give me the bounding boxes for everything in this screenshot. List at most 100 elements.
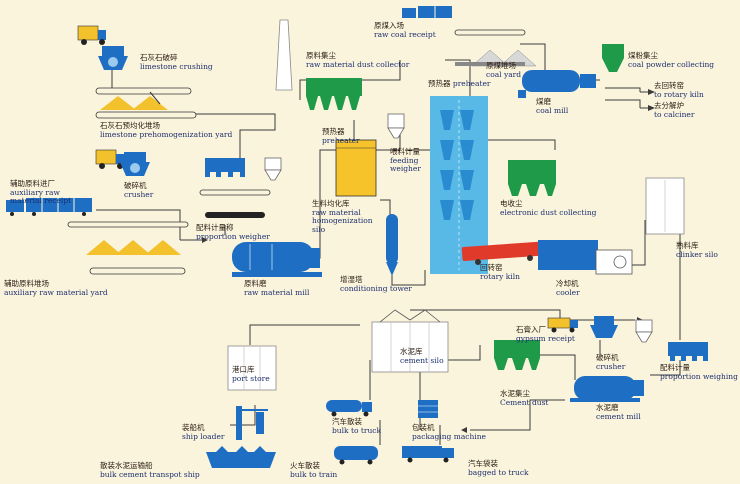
label-en: preheater: [322, 135, 360, 145]
label-zh: 配料计量: [660, 363, 690, 372]
bulk-ship: [206, 446, 276, 468]
gypsum-crusher: [590, 316, 618, 338]
label-en: auxiliary raw material receipt: [10, 187, 72, 205]
label-en: Cement dust: [500, 397, 549, 407]
feeding-weigher: [387, 113, 405, 139]
label-bagged-truck: 汽车袋装 bagged to truck: [468, 459, 529, 477]
label-zh: 喂料计量: [390, 147, 420, 156]
label-bulk-train: 火车散装 bulk to train: [290, 461, 338, 479]
label-crusher2: 破碎机 crusher: [596, 353, 626, 371]
label-zh: 原料集尘: [306, 51, 336, 60]
label-coal-mill: 煤磨 coal mill: [536, 97, 569, 115]
label-limestone-yard: 石灰石预均化堆场 limestone prehomogenization yar…: [100, 121, 232, 139]
label-en: raw material homogenization silo: [312, 207, 373, 234]
label-zh: 石膏入厂: [516, 325, 546, 334]
bulk-truck-vehicle: [326, 400, 372, 417]
label-en: bulk to train: [290, 469, 338, 479]
label-zh: 预热器: [322, 127, 345, 136]
limestone-crusher: [98, 46, 128, 70]
label-aux-yard: 辅助原料堆场 auxiliary raw material yard: [4, 279, 108, 297]
conditioning-tower: [386, 214, 398, 276]
label-en: bagged to truck: [468, 467, 529, 477]
coal-mill: [518, 70, 596, 98]
label-zh: 原煤入场: [374, 21, 404, 30]
label-en: proportion weigher: [196, 231, 270, 241]
label-zh: 辅助原料进厂: [10, 179, 55, 188]
bagged-truck-vehicle: [402, 446, 454, 463]
label-en: port store: [232, 373, 270, 383]
label-en: clinker silo: [676, 249, 718, 259]
label-en: raw material mill: [244, 287, 310, 297]
coal-powder-collector: [602, 44, 624, 72]
label-en: gypsum receipt: [516, 333, 575, 343]
label-zh: 煤磨: [536, 97, 551, 106]
label-aux-receipt: 辅助原料进厂 auxiliary raw material receipt: [10, 179, 80, 206]
label-zh: 煤粉集尘: [628, 51, 658, 60]
label-en: cement silo: [400, 355, 444, 365]
coal-train: [402, 6, 452, 18]
label-en: proportion weighing: [660, 371, 738, 381]
label-limestone-crushing: 石灰石破碎 limestone crushing: [140, 53, 213, 71]
label-zh: 去回转窑: [654, 81, 684, 90]
aux-crusher: [120, 152, 150, 176]
label-en: cement mill: [596, 411, 641, 421]
label-cement-silo: 水泥库 cement silo: [400, 347, 444, 365]
label-homog-silo: 生料均化库 raw material homogenization silo: [312, 199, 384, 234]
packaging-machine: [418, 400, 438, 418]
label-zh: 水泥磨: [596, 403, 619, 412]
label-en: rotary kiln: [480, 271, 520, 281]
label-zh: 散装水泥运输船: [100, 461, 153, 470]
label-zh: 生料均化库: [312, 199, 350, 208]
label-zh: 汽车袋装: [468, 459, 498, 468]
label-en: packaging machine: [412, 431, 486, 441]
cement-silo: [371, 309, 449, 373]
label-en: cooler: [556, 287, 580, 297]
label-zh: 辅助原料堆场: [4, 279, 49, 288]
label-en: crusher: [124, 189, 154, 199]
label-zh: 装船机: [182, 423, 205, 432]
label-rotary-kiln: 回转窑 rotary kiln: [480, 263, 520, 281]
label-zh: 增湿塔: [340, 275, 363, 284]
label-clinker-silo: 熟料库 clinker silo: [676, 241, 722, 259]
ship-loader-machine: [236, 406, 268, 440]
label-feeding-weigher: 喂料计量 feeding weigher: [390, 147, 430, 174]
label-zh: 石灰石破碎: [140, 53, 178, 62]
label-coal-powder: 煤粉集尘 coal powder collecting: [628, 51, 714, 69]
label-zh: 火车散装: [290, 461, 320, 470]
label-zh: 配料计量称: [196, 223, 234, 232]
label-en: coal mill: [536, 105, 569, 115]
label-en: preheater: [452, 79, 491, 88]
label-zh: 熟料库: [676, 241, 699, 250]
label-electronic-dust: 电收尘 electronic dust collecting: [500, 199, 596, 217]
label-preheater-mid: 预热器 preheater: [322, 127, 360, 145]
raw-dust-collector: [306, 78, 362, 110]
limestone-conveyor: [95, 87, 197, 119]
label-zh: 原煤堆场: [486, 61, 516, 70]
label-zh: 石灰石预均化堆场: [100, 121, 160, 130]
label-en: ship loader: [182, 431, 225, 441]
label-coal-yard: 原煤堆场 coal yard: [486, 61, 521, 79]
gypsum-bin: [635, 319, 653, 343]
label-en: to rotary kiln: [654, 89, 704, 99]
cooler: [538, 240, 633, 275]
proportion-conveyor: [199, 189, 271, 218]
label-zh: 预热器: [428, 79, 451, 88]
label-zh: 冷却机: [556, 279, 579, 288]
label-zh: 原料磨: [244, 279, 267, 288]
label-zh: 破碎机: [124, 181, 147, 190]
label-zh: 汽车散装: [332, 417, 362, 426]
label-en: to calciner: [654, 109, 695, 119]
label-cement-mill: 水泥磨 cement mill: [596, 403, 641, 421]
label-raw-mill: 原料磨 raw material mill: [244, 279, 310, 297]
label-bulk-ship: 散装水泥运输船 bulk cement transpot ship: [100, 461, 200, 479]
gypsum-truck: [547, 317, 578, 333]
bulk-train-vehicle: [334, 446, 378, 465]
label-proportion-weighing: 配料计量 proportion weighing: [660, 363, 738, 381]
label-en: crusher: [596, 361, 626, 371]
label-coal-receipt: 原煤入场 raw coal receipt: [374, 21, 436, 39]
label-crusher: 破碎机 crusher: [124, 181, 154, 199]
label-proportion-weigher: 配料计量称 proportion weigher: [196, 223, 270, 241]
cement-mill: [570, 376, 644, 402]
